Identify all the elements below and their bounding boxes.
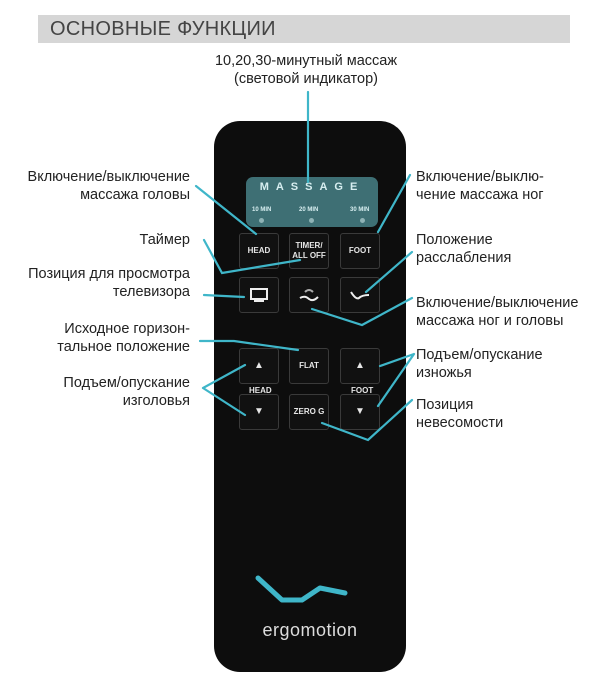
head-up-button[interactable]: ▲: [239, 348, 279, 384]
level-label: 30 MIN: [350, 207, 370, 213]
indicator-light: [360, 218, 365, 223]
head-section-label: HEAD: [249, 386, 272, 395]
head-down-button[interactable]: ▼: [239, 394, 279, 430]
foot-down-button[interactable]: ▼: [340, 394, 380, 430]
callout-text: (световой индикатор): [234, 71, 378, 87]
leader-line: [320, 398, 414, 442]
leader-line: [198, 339, 300, 352]
foot-massage-button[interactable]: FOOT: [340, 233, 380, 269]
callout-text: Подъем/опускание: [416, 347, 543, 363]
massage-wave-icon: [299, 289, 319, 302]
callout-both-massage: Включение/выключение массажа ног и головы: [416, 294, 578, 330]
relax-position-button[interactable]: [340, 277, 380, 313]
massage-all-button[interactable]: [289, 277, 329, 313]
callout-text: 10,20,30-минутный массаж: [214, 53, 398, 69]
callout-text: Включение/выключение: [27, 169, 190, 185]
callout-text: телевизора: [112, 284, 190, 300]
callout-text: Включение/выключение: [416, 295, 579, 311]
level-label: 20 MIN: [299, 207, 319, 213]
callout-text: изножья: [416, 365, 472, 381]
section-title: ОСНОВНЫЕ ФУНКЦИИ: [50, 18, 276, 40]
callout-tv: Позиция для просмотра телевизора: [28, 265, 190, 301]
indicator-light: [309, 218, 314, 223]
indicator-light: [259, 218, 264, 223]
callout-text: Подъем/опускание: [63, 375, 190, 391]
leader-line: [376, 352, 416, 408]
leader-line: [201, 363, 247, 417]
leader-line: [376, 173, 412, 234]
callout-foot-updown: Подъем/опускание изножья: [416, 346, 543, 382]
callout-text: Включение/выклю-: [416, 169, 544, 185]
callout-head-updown: Подъем/опускание изголовья: [63, 374, 190, 410]
callout-text: массажа головы: [80, 187, 190, 203]
ergomotion-logo-icon: [255, 575, 348, 603]
leader-line: [364, 250, 414, 294]
foot-section-label: FOOT: [351, 386, 374, 395]
tv-position-button[interactable]: [239, 277, 279, 313]
section-header: ОСНОВНЫЕ ФУНКЦИИ: [38, 15, 570, 43]
callout-zero-g: Позиция невесомости: [416, 396, 503, 432]
callout-text: Позиция: [416, 397, 474, 413]
relax-wave-icon: [350, 291, 370, 300]
level-label: 10 MIN: [252, 207, 272, 213]
callout-massage-timer: 10,20,30-минутный массаж (световой индик…: [190, 52, 422, 88]
callout-foot-massage: Включение/выклю-чение массажа ног: [416, 168, 544, 204]
display-title: MASSAGE: [259, 181, 365, 193]
leader-line: [202, 293, 246, 299]
tv-icon: [250, 288, 268, 302]
head-massage-button[interactable]: HEAD: [239, 233, 279, 269]
callout-text: невесомости: [416, 415, 504, 431]
flat-button[interactable]: FLAT: [289, 348, 329, 384]
callout-text: чение массажа ног: [416, 187, 544, 203]
button-label: ALL OFF: [292, 251, 326, 260]
callout-head-massage: Включение/выключение массажа головы: [28, 168, 190, 204]
massage-display: MASSAGE 10 MIN 20 MIN 30 MIN: [246, 177, 378, 227]
callout-text: Позиция для просмотра: [28, 266, 190, 282]
timer-all-off-button[interactable]: TIMER/ALL OFF: [289, 233, 329, 269]
callout-timer: Таймер: [140, 231, 190, 249]
callout-text: Таймер: [139, 232, 190, 248]
callout-text: Исходное горизон-: [64, 321, 190, 337]
callout-text: расслабления: [416, 250, 512, 266]
leader-line: [202, 238, 302, 275]
button-label: TIMER/: [295, 241, 323, 250]
leader-line: [194, 184, 258, 236]
callout-text: тальное положение: [57, 339, 190, 355]
callout-relax: Положение расслабления: [416, 231, 511, 267]
brand-name: ergomotion: [262, 620, 358, 640]
callout-text: массажа ног и головы: [416, 313, 564, 329]
callout-flat: Исходное горизон-тальное положение: [57, 320, 190, 356]
leader-line: [310, 296, 414, 327]
callout-text: Положение: [416, 232, 493, 248]
callout-text: изголовья: [122, 393, 190, 409]
